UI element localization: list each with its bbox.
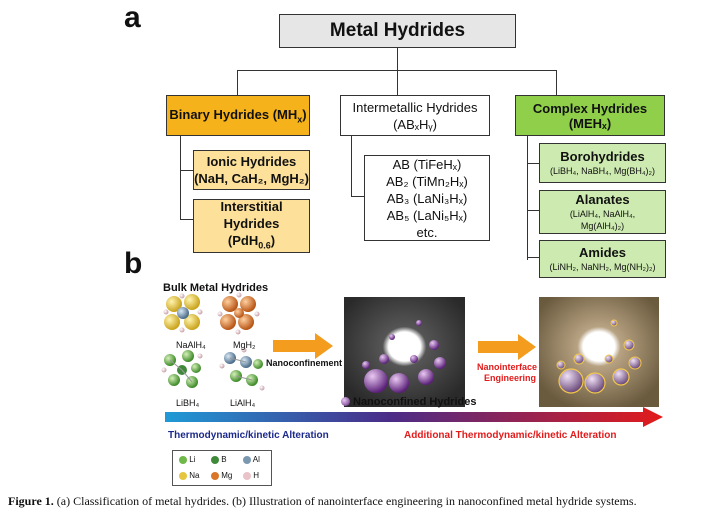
ionic-hydrides-title: Ionic Hydrides [206,154,297,169]
legend-item-na: Na [179,471,199,480]
complex-title: Complex Hydrides [532,100,648,116]
figure-caption: Figure 1. (a) Classification of metal hy… [8,494,713,509]
binary-tick-2 [180,219,193,220]
caption-prefix: Figure 1. [8,494,54,508]
intermetallic-list-box: AB (TiFeHₓ) AB₂ (TiMn₂Hₓ) AB₃ (LaNi₃Hₓ) … [364,155,490,241]
intermetallic-item: etc. [416,224,438,240]
binary-hydrides-title: Binary Hydrides (MHx) [169,106,307,125]
intermetallic-formula: (ABₓHᵧ) [393,116,437,132]
al-atom-icon [243,455,251,464]
complex-formula: (MEHₓ) [568,115,612,131]
engineering-label: Engineering [484,373,537,383]
metal-hydrides-title: Metal Hydrides [329,20,466,41]
complex-trunk [527,136,528,260]
mol-label-lialh4: LiAlH₄ [230,398,256,408]
intermetallic-item: AB₅ (LaNi₅Hₓ) [386,207,468,223]
complex-tick-3 [527,257,539,258]
mol-label-mgh2: MgH₂ [233,340,256,350]
binary-hydrides-box: Binary Hydrides (MHx) [166,95,310,136]
h-atom-icon [243,471,251,480]
additional-alteration-label: Additional Thermodynamic/kinetic Alterat… [404,430,617,441]
panel-b-label: b [124,247,143,280]
intermetallic-item: AB₃ (LaNi₃Hₓ) [386,190,468,206]
legend-item-h: H [243,471,259,480]
branch-left [237,70,238,95]
na-atom-icon [179,471,187,480]
atom-legend: Li B Al Na Mg H [172,450,272,486]
alanates-title: Alanates [575,192,630,207]
lialh4-molecule [219,347,265,391]
legend-item-li: Li [179,455,195,464]
interstitial-hydrides-box: Interstitial Hydrides (PdH0.6) [193,199,310,253]
nanoconfined-hydrides-label: Nanoconfined Hydrides [353,396,477,408]
borohydrides-title: Borohydrides [560,149,645,164]
nanoconfined-dot-icon [341,397,350,406]
libh4-molecule [161,350,203,388]
intermetallic-item: AB (TiFeHₓ) [392,156,462,172]
nanointerface-label: Nanointerface [477,362,538,372]
legend-item-al: Al [243,455,260,464]
amides-formula: (LiNH₂, NaNH₂, Mg(NH₂)₂) [549,262,656,272]
b-atom-icon [211,455,219,464]
intermetallic-hydrides-box: Intermetallic Hydrides (ABₓHᵧ) [340,95,490,136]
nanoconfined-pore-illustration [344,297,465,407]
metal-hydrides-box: Metal Hydrides [279,14,516,48]
bulk-metal-hydrides-title: Bulk Metal Hydrides [163,282,269,294]
bulk-molecules-illustration [161,292,265,391]
complex-hydrides-box: Complex Hydrides (MEHₓ) [515,95,665,136]
intermetallic-title: Intermetallic Hydrides [352,99,478,115]
naalh4-molecule [163,293,203,333]
intermetallic-tick [351,196,364,197]
amides-title: Amides [579,245,626,260]
amides-box: Amides (LiNH₂, NaNH₂, Mg(NH₂)₂) [539,240,666,278]
mol-label-naalh4: NaAlH₄ [176,340,206,350]
nanoconfinement-label: Nanoconfinement [266,358,343,368]
branch-middle [397,70,398,95]
ionic-hydrides-formula: (NaH, CaH₂, MgH₂) [194,171,309,186]
complex-tick-1 [527,163,539,164]
legend-item-mg: Mg [211,471,232,480]
li-atom-icon [179,455,187,464]
interstitial-title: Interstitial [220,198,283,214]
interstitial-title-2: Hydrides [223,215,280,231]
caption-text: (a) Classification of metal hydrides. (b… [53,494,637,508]
intermetallic-trunk [351,136,352,196]
binary-trunk [180,136,181,219]
alanates-formula-2: Mg(AlH₄)₂) [580,221,625,231]
gradient-arrow [165,407,663,427]
legend-item-b: B [211,455,227,464]
binary-tick-1 [180,170,193,171]
nanointerface-arrow [478,334,536,360]
mg-atom-icon [211,471,219,480]
ionic-hydrides-box: Ionic Hydrides (NaH, CaH₂, MgH₂) [193,150,310,190]
interstitial-formula: (PdH0.6) [227,232,276,251]
alanates-box: Alanates (LiAlH₄, NaAlH₄, Mg(AlH₄)₂) [539,190,666,234]
borohydrides-formula: (LiBH₄, NaBH₄, Mg(BH₄)₂) [549,166,656,176]
alanates-formula: (LiAlH₄, NaAlH₄, [569,209,636,219]
thermo-alteration-label: Thermodynamic/kinetic Alteration [168,430,329,441]
branch-right [556,70,557,95]
nanoconfinement-arrow [273,333,333,359]
mol-label-libh4: LiBH₄ [176,398,200,408]
root-connector [397,48,398,70]
panel-a-label: a [124,1,141,34]
borohydrides-box: Borohydrides (LiBH₄, NaBH₄, Mg(BH₄)₂) [539,143,666,183]
mgh2-molecule [217,292,260,335]
intermetallic-item: AB₂ (TiMn₂Hₓ) [386,173,468,189]
engineered-pore-illustration [539,297,659,407]
complex-tick-2 [527,210,539,211]
